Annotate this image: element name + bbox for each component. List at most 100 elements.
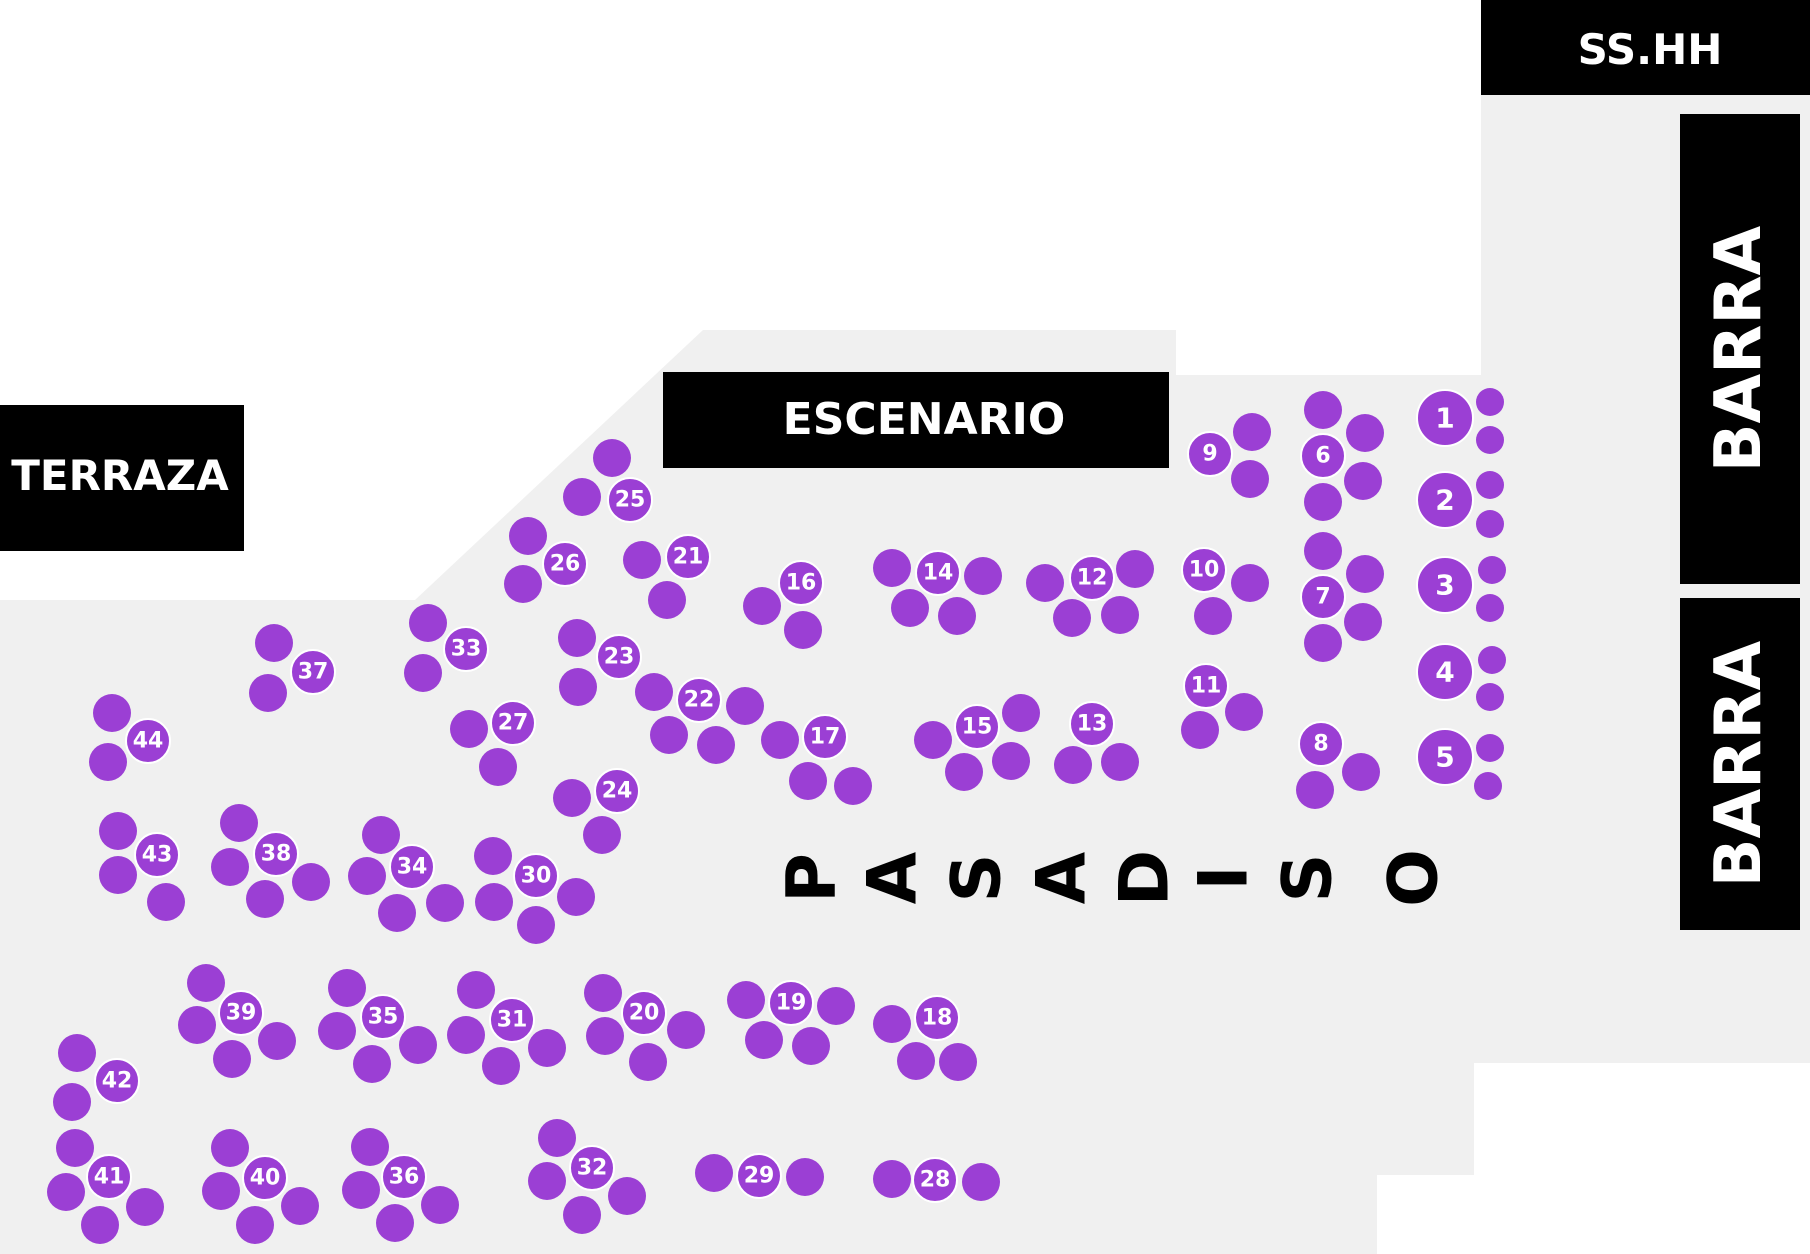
seat-circle[interactable] [457,971,495,1009]
seat-circle[interactable] [553,779,591,817]
seat-circle[interactable] [792,1027,830,1065]
seat-circle[interactable] [784,611,822,649]
seat-circle[interactable] [236,1206,274,1244]
seat-circle[interactable] [202,1172,240,1210]
seat-circle[interactable] [1344,462,1382,500]
seat-circle[interactable] [517,906,555,944]
seat-circle[interactable] [479,748,517,786]
seat-circle[interactable] [1476,510,1504,538]
table-circle[interactable] [596,634,642,680]
seat-circle[interactable] [255,624,293,662]
seat-circle[interactable] [213,1040,251,1078]
table-circle[interactable] [1416,471,1474,529]
seat-circle[interactable] [964,557,1002,595]
table-circle[interactable] [443,626,489,672]
seat-circle[interactable] [1478,556,1506,584]
table-10[interactable]: 10 [1181,547,1269,635]
table-41[interactable]: 41 [47,1129,164,1244]
seat-circle[interactable] [126,1188,164,1226]
seat-circle[interactable] [623,541,661,579]
seat-circle[interactable] [482,1047,520,1085]
seat-circle[interactable] [584,974,622,1012]
seat-circle[interactable] [650,716,688,754]
seat-circle[interactable] [583,816,621,854]
seat-circle[interactable] [281,1187,319,1225]
seat-circle[interactable] [93,694,131,732]
seat-circle[interactable] [727,981,765,1019]
table-circle[interactable] [389,844,435,890]
seat-circle[interactable] [1296,771,1334,809]
table-circle[interactable] [915,550,961,596]
seat-circle[interactable] [1342,753,1380,791]
table-28[interactable]: 28 [873,1157,1000,1203]
seat-circle[interactable] [404,654,442,692]
seat-circle[interactable] [178,1006,216,1044]
seat-circle[interactable] [608,1177,646,1215]
table-12[interactable]: 12 [1026,550,1154,637]
seat-circle[interactable] [992,742,1030,780]
seat-circle[interactable] [504,565,542,603]
table-15[interactable]: 15 [914,694,1040,791]
seat-circle[interactable] [648,581,686,619]
seat-circle[interactable] [399,1026,437,1064]
seat-circle[interactable] [629,1043,667,1081]
seat-circle[interactable] [1344,603,1382,641]
seat-circle[interactable] [1002,694,1040,732]
table-circle[interactable] [954,704,1000,750]
table-5[interactable]: 5 [1416,728,1504,800]
table-circle[interactable] [94,1058,140,1104]
table-20[interactable]: 20 [584,974,705,1081]
seat-circle[interactable] [834,767,872,805]
seat-circle[interactable] [211,1129,249,1167]
table-34[interactable]: 34 [348,816,464,932]
table-16[interactable]: 16 [743,560,824,649]
seat-circle[interactable] [945,753,983,791]
table-circle[interactable] [665,534,711,580]
table-13[interactable]: 13 [1054,701,1139,784]
seat-circle[interactable] [559,668,597,706]
table-32[interactable]: 32 [528,1119,646,1234]
seat-circle[interactable] [635,673,673,711]
table-circle[interactable] [1183,663,1229,709]
seat-circle[interactable] [292,863,330,901]
table-4[interactable]: 4 [1416,643,1506,711]
table-circle[interactable] [607,477,653,523]
seat-circle[interactable] [962,1163,1000,1201]
seat-circle[interactable] [1476,594,1504,622]
seat-circle[interactable] [351,1128,389,1166]
table-1[interactable]: 1 [1416,388,1504,454]
seat-circle[interactable] [421,1186,459,1224]
table-26[interactable]: 26 [504,517,588,603]
seat-circle[interactable] [246,880,284,918]
seat-circle[interactable] [1101,596,1139,634]
seat-circle[interactable] [743,587,781,625]
table-circle[interactable] [736,1153,782,1199]
table-27[interactable]: 27 [450,700,536,786]
seat-circle[interactable] [557,878,595,916]
table-circle[interactable] [1300,433,1346,479]
seat-circle[interactable] [1231,460,1269,498]
seat-circle[interactable] [695,1154,733,1192]
seat-circle[interactable] [1194,597,1232,635]
seat-circle[interactable] [586,1017,624,1055]
table-circle[interactable] [542,541,588,587]
table-circle[interactable] [914,995,960,1041]
seat-circle[interactable] [938,597,976,635]
table-circle[interactable] [802,714,848,760]
seat-circle[interactable] [89,743,127,781]
table-37[interactable]: 37 [249,624,336,712]
table-circle[interactable] [1416,643,1474,701]
seat-circle[interactable] [1476,683,1504,711]
table-36[interactable]: 36 [342,1128,459,1242]
table-31[interactable]: 31 [447,971,566,1085]
table-8[interactable]: 8 [1296,721,1380,809]
seat-circle[interactable] [220,804,258,842]
seat-circle[interactable] [409,604,447,642]
table-42[interactable]: 42 [53,1034,140,1121]
table-circle[interactable] [768,980,814,1026]
seat-circle[interactable] [249,674,287,712]
seat-circle[interactable] [1101,743,1139,781]
seat-circle[interactable] [1231,564,1269,602]
table-17[interactable]: 17 [761,714,872,805]
seat-circle[interactable] [475,883,513,921]
